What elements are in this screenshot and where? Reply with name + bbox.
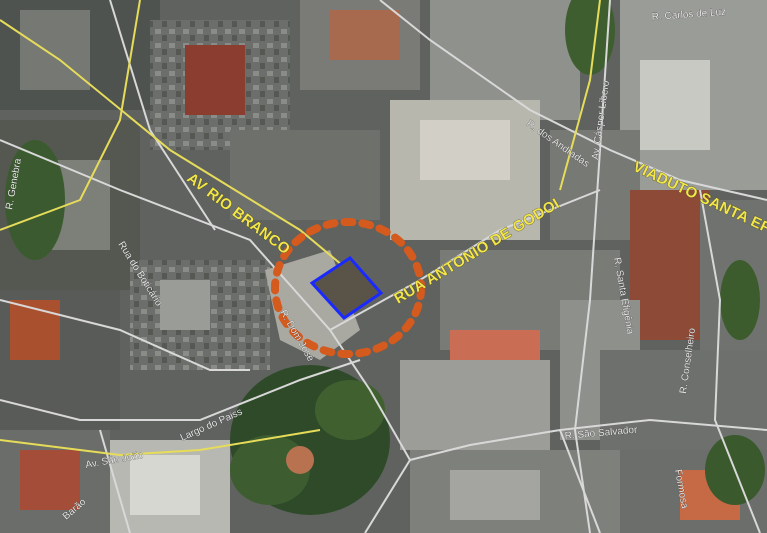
- highlight-circle: [271, 218, 425, 358]
- site-boundary[interactable]: [309, 256, 384, 320]
- tree-areas: [5, 0, 765, 515]
- major-roads: [0, 0, 601, 457]
- label-r-carlos: R. Carlos de Luz: [651, 7, 726, 23]
